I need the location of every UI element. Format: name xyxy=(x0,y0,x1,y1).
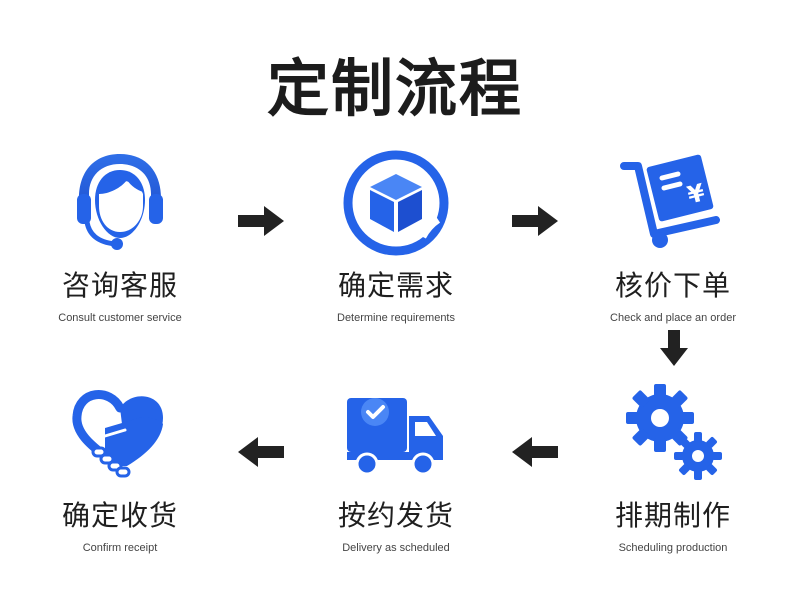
arrow-right-icon xyxy=(238,206,284,236)
cube-box-icon xyxy=(343,150,449,256)
gears-icon xyxy=(626,384,722,480)
step-sublabel: Determine requirements xyxy=(337,312,455,324)
step-label: 咨询客服 xyxy=(61,269,178,302)
heart-handshake-icon xyxy=(72,390,163,478)
step-sublabel: Consult customer service xyxy=(58,312,182,324)
step-production: 排期制作 Scheduling production xyxy=(563,378,783,554)
step-delivery: 按约发货 Delivery as scheduled xyxy=(286,378,506,554)
step-sublabel: Check and place an order xyxy=(610,312,736,324)
page-title: 定制流程 xyxy=(266,52,523,125)
step-sublabel: Delivery as scheduled xyxy=(342,542,450,554)
step-consult: 咨询客服 Consult customer service xyxy=(10,148,230,324)
step-label: 按约发货 xyxy=(337,499,454,532)
step-label: 确定需求 xyxy=(337,269,454,302)
svg-text:¥: ¥ xyxy=(685,178,708,209)
step-label: 核价下单 xyxy=(614,269,731,302)
step-label: 排期制作 xyxy=(614,499,731,532)
step-label: 确定收货 xyxy=(61,499,178,532)
arrow-down-icon xyxy=(660,330,688,366)
step-requirements: 确定需求 Determine requirements xyxy=(286,148,506,324)
arrow-right-icon xyxy=(512,206,558,236)
customer-service-headset-icon xyxy=(77,154,163,250)
cart-invoice-yen-icon: ¥ xyxy=(620,154,720,248)
step-order: ¥ 核价下单 Check and place an order xyxy=(563,148,783,324)
step-sublabel: Confirm receipt xyxy=(82,542,158,554)
step-confirm-receipt: 确定收货 Confirm receipt xyxy=(10,378,230,554)
step-sublabel: Scheduling production xyxy=(618,542,728,554)
arrow-left-icon xyxy=(238,437,284,467)
arrow-left-icon xyxy=(512,437,558,467)
delivery-truck-icon xyxy=(347,398,443,476)
